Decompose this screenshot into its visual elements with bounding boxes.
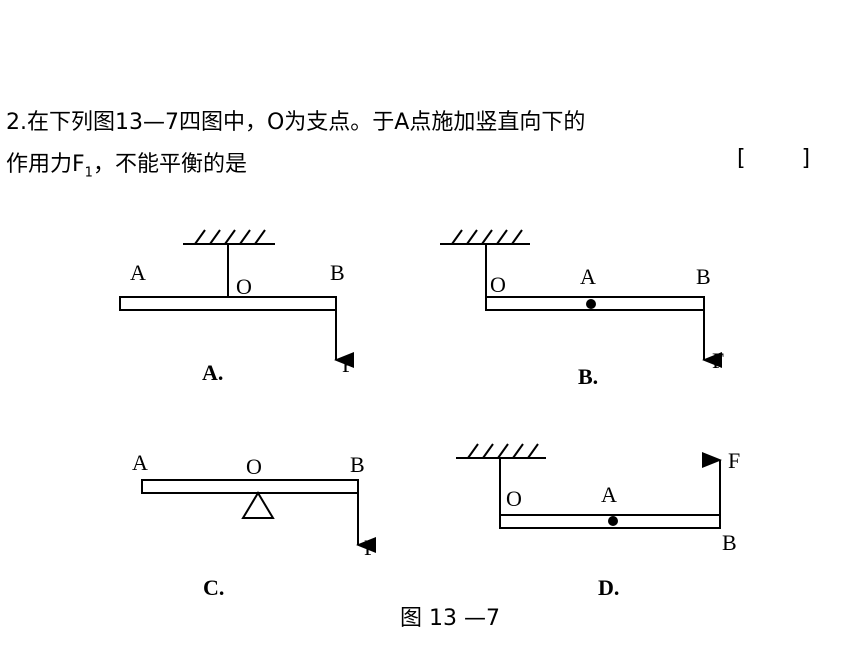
label-o-c: O bbox=[246, 454, 262, 479]
label-a-a: A bbox=[130, 260, 146, 285]
question-subscript: 1 bbox=[84, 165, 93, 181]
label-f-a: F bbox=[342, 352, 354, 377]
point-a-dot-b bbox=[586, 299, 596, 309]
figure-caption: 图 13 —7 bbox=[400, 606, 500, 631]
ceiling-hatch-a bbox=[194, 229, 266, 245]
label-b-d: B bbox=[722, 530, 737, 555]
label-a-b: A bbox=[580, 264, 596, 289]
diagram-c: A O B F C. bbox=[132, 450, 376, 600]
label-a-c: A bbox=[132, 450, 148, 475]
question-line-1: 2.在下列图13—7四图中，O为支点。于A点施加竖直向下的 bbox=[6, 110, 586, 135]
fulcrum-triangle-c bbox=[241, 491, 275, 519]
label-b-a: B bbox=[330, 260, 345, 285]
caption-d: D. bbox=[598, 575, 619, 600]
caption-b: B. bbox=[578, 364, 598, 389]
diagram-a: A O B F A. bbox=[119, 229, 354, 385]
question-line-2-prefix: 作用力F bbox=[6, 152, 85, 177]
label-b-b: B bbox=[696, 264, 711, 289]
label-f-d: F bbox=[728, 448, 740, 473]
question-line-2: 作用力F1，不能平衡的是 bbox=[6, 146, 247, 180]
ceiling-hatch-d bbox=[467, 443, 539, 459]
label-o-d: O bbox=[506, 486, 522, 511]
point-a-dot-d bbox=[608, 516, 618, 526]
lever-bar-a bbox=[119, 296, 337, 311]
caption-a: A. bbox=[202, 360, 223, 385]
caption-c: C. bbox=[203, 575, 224, 600]
label-o-a: O bbox=[236, 274, 252, 299]
label-f-c: F bbox=[364, 535, 376, 560]
label-a-d: A bbox=[601, 482, 617, 507]
diagram-d: O A B F D. bbox=[456, 443, 740, 600]
lever-bar-c bbox=[141, 479, 359, 494]
diagram-b: O A B F B. bbox=[440, 229, 724, 389]
label-f-b: F bbox=[712, 348, 724, 373]
ceiling-hatch-b bbox=[451, 229, 523, 245]
answer-bracket: [ ] bbox=[737, 146, 811, 171]
label-o-b: O bbox=[490, 272, 506, 297]
question-line-2-suffix: ，不能平衡的是 bbox=[92, 152, 247, 177]
label-b-c: B bbox=[350, 452, 365, 477]
